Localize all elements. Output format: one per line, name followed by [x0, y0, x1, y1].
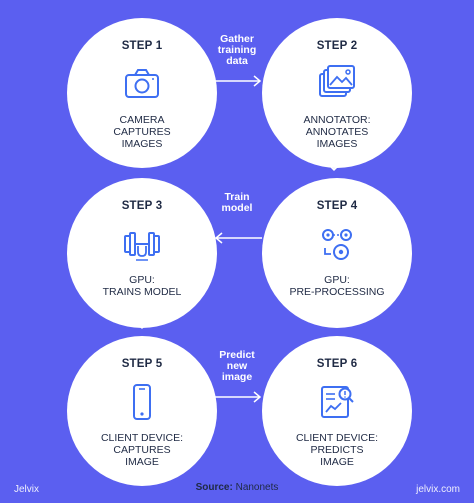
- step-3-title: STEP 3: [121, 200, 163, 212]
- step-5-title: STEP 5: [121, 358, 163, 370]
- step-5-description: CLIENT DEVICE: CAPTURES IMAGE: [100, 432, 184, 468]
- arrow-step3-to-step5: [136, 310, 148, 330]
- step-2-title: STEP 2: [316, 40, 358, 52]
- step-1-title: STEP 1: [121, 40, 163, 52]
- step-6-description: CLIENT DEVICE: PREDICTS IMAGE: [295, 432, 379, 468]
- arrow-step4-to-step3: [214, 232, 262, 244]
- camera-icon: [125, 69, 159, 98]
- step-4-description: GPU: PRE-PROCESSING: [289, 274, 385, 298]
- edge-label-gather-data: Gather training data: [217, 33, 257, 67]
- arrow-step1-to-step2: [214, 75, 262, 87]
- images-icon: [319, 65, 355, 97]
- step-5-node: STEP 5 CLIENT DEVICE: CAPTURES IMAGE: [67, 336, 217, 486]
- dumbbell-icon: [124, 232, 160, 261]
- brand-url: jelvix.com: [416, 484, 460, 495]
- step-1-node: STEP 1 CAMERA CAPTURES IMAGES: [67, 18, 217, 168]
- arrow-step2-to-step4: [328, 152, 340, 172]
- report-search-icon: [321, 386, 354, 418]
- step-6-title: STEP 6: [316, 358, 358, 370]
- gears-icon: [322, 229, 352, 260]
- step-2-description: ANNOTATOR: ANNOTATES IMAGES: [303, 114, 371, 150]
- step-6-node: STEP 6 CLIENT DEVICE: PREDICTS IMAGE: [262, 336, 412, 486]
- step-4-title: STEP 4: [316, 200, 358, 212]
- step-3-description: GPU: TRAINS MODEL: [102, 274, 182, 298]
- step-3-node: STEP 3 GPU: TRAINS MODEL: [67, 178, 217, 328]
- source-credit: Source: Nanonets: [195, 482, 279, 493]
- arrow-step5-to-step6: [214, 391, 262, 403]
- smartphone-icon: [133, 384, 151, 420]
- edge-label-train-model: Train model: [221, 191, 253, 214]
- edge-label-predict-image: Predict new image: [219, 349, 255, 383]
- step-2-node: STEP 2 ANNOTATOR: ANNOTATES IMAGES: [262, 18, 412, 168]
- step-1-description: CAMERA CAPTURES IMAGES: [113, 114, 171, 150]
- brand-logo: Jelvix: [14, 484, 40, 495]
- step-4-node: STEP 4 GPU: PRE-PROCESSING: [262, 178, 412, 328]
